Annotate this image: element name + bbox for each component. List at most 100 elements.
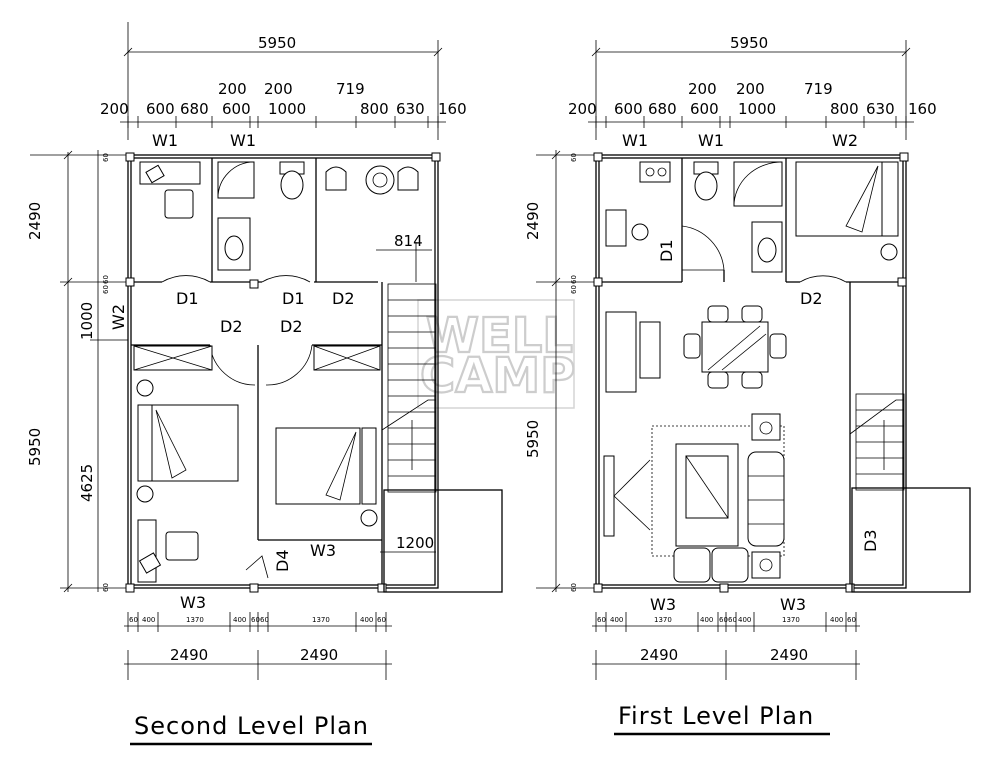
first-label-d1: D1 [657,240,676,263]
second-bdim-7: 400 [360,616,373,624]
second-dim-200b: 200 [264,80,293,98]
watermark: WELL CAMP [417,299,576,409]
first-doors [681,225,847,283]
first-level-plan: 5950 200 200 719 200 600 680 600 1000 80… [524,34,971,736]
watermark-line1: WELL [426,308,573,364]
second-bdim-6: 1370 [312,616,330,624]
first-dim-b1: 600 [614,100,643,118]
first-label-d2: D2 [800,289,823,308]
second-label-d2a: D2 [332,289,355,308]
first-level-title: First Level Plan [618,702,814,730]
second-label-814: 814 [394,232,423,250]
first-label-d3: D3 [861,530,880,553]
first-dim-bottom-2490a: 2490 [640,646,678,664]
first-bdim-2: 1370 [654,616,672,624]
first-dim-200b: 200 [736,80,765,98]
second-dim-left-1000: 1000 [78,302,96,340]
first-bdim-8: 400 [830,616,843,624]
first-left-dimensions: 2490 5950 60 60 60 60 [524,150,596,593]
second-dim-small-2: 60 [102,285,110,294]
second-label-d4: D4 [273,550,292,573]
second-bdim-0: 60 [129,616,138,624]
second-label-w1b: W1 [230,131,256,150]
first-dim-small-3: 60 [570,583,578,592]
second-dim-b3: 600 [222,100,251,118]
second-bdim-3: 400 [233,616,246,624]
second-labels: W1 W1 W2 D1 D1 D2 D2 D2 D4 W3 W3 814 120… [109,131,434,612]
first-dim-small-1: 60 [570,275,578,284]
second-bdim-5: 60 [260,616,269,624]
first-bdim-3: 400 [700,616,713,624]
first-labels: W1 W1 W2 D1 D2 D3 W3 W3 [622,131,880,614]
second-furniture-bedrooms [133,345,381,583]
first-bdim-6: 400 [738,616,751,624]
second-dim-b4: 1000 [268,100,306,118]
first-dim-b5: 800 [830,100,859,118]
second-label-d2b: D2 [220,317,243,336]
second-dim-left-4625: 4625 [78,464,96,502]
first-title-block: First Level Plan [614,702,830,736]
first-dim-b4: 1000 [738,100,776,118]
second-dim-overall: 5950 [258,34,296,52]
first-top-dimensions: 5950 200 200 719 200 600 680 600 1000 80… [568,34,937,140]
watermark-line2: CAMP [420,348,575,404]
second-label-d1b: D1 [282,289,305,308]
first-bdim-0: 60 [597,616,606,624]
second-bottom-dimensions: 60 400 1370 400 60 60 1370 400 60 2490 2… [124,612,392,680]
second-title-block: Second Level Plan [130,712,372,746]
second-dim-719: 719 [336,80,365,98]
first-label-w1a: W1 [622,131,648,150]
first-label-w1b: W1 [698,131,724,150]
second-dim-b7: 160 [438,100,467,118]
second-bdim-4: 60 [251,616,260,624]
second-furniture-upper [139,161,432,282]
first-bdim-7: 1370 [782,616,800,624]
first-bdim-5: 60 [728,616,737,624]
second-bdim-1: 400 [142,616,155,624]
first-furniture-living [603,305,787,583]
second-dim-b6: 630 [396,100,425,118]
second-label-d1a: D1 [176,289,199,308]
first-bdim-9: 60 [847,616,856,624]
first-dim-left-2490: 2490 [524,202,542,240]
second-dim-small-3: 60 [102,583,110,592]
second-dim-b1: 600 [146,100,175,118]
first-dim-overall: 5950 [730,34,768,52]
second-bdim-8: 60 [377,616,386,624]
first-label-w2: W2 [832,131,858,150]
first-bdim-1: 400 [610,616,623,624]
second-left-dimensions: 2490 5950 1000 4625 60 60 60 60 [26,150,128,593]
first-dim-b3: 600 [690,100,719,118]
second-walls [125,152,441,593]
first-bottom-dimensions: 60 400 1370 400 60 60 400 1370 400 60 24… [592,612,860,680]
first-dim-small-0: 60 [570,153,578,162]
first-dim-b0: 200 [568,100,597,118]
first-bdim-4: 60 [719,616,728,624]
second-dim-bottom-2490a: 2490 [170,646,208,664]
first-dim-719: 719 [804,80,833,98]
first-label-w3a: W3 [650,595,676,614]
second-label-1200: 1200 [396,534,434,552]
second-top-dimensions: 5950 200 200 719 200 600 680 600 1000 80… [100,22,467,140]
second-dim-small-0: 60 [102,153,110,162]
second-dim-b5: 800 [360,100,389,118]
second-bdim-2: 1370 [186,616,204,624]
first-stairs [849,393,971,593]
second-level-title: Second Level Plan [134,712,369,740]
first-dim-left-5950: 5950 [524,420,542,458]
second-stairs [380,283,503,593]
second-dim-b0: 200 [100,100,129,118]
second-dim-b2: 680 [180,100,209,118]
first-walls [593,152,909,593]
first-dim-bottom-2490b: 2490 [770,646,808,664]
first-dim-b2: 680 [648,100,677,118]
second-label-w3-bottom: W3 [180,593,206,612]
second-dim-200a: 200 [218,80,247,98]
second-dim-bottom-2490b: 2490 [300,646,338,664]
first-dim-b7: 160 [908,100,937,118]
first-dim-200a: 200 [688,80,717,98]
second-label-w1a: W1 [152,131,178,150]
second-dim-left-2490: 2490 [26,202,44,240]
